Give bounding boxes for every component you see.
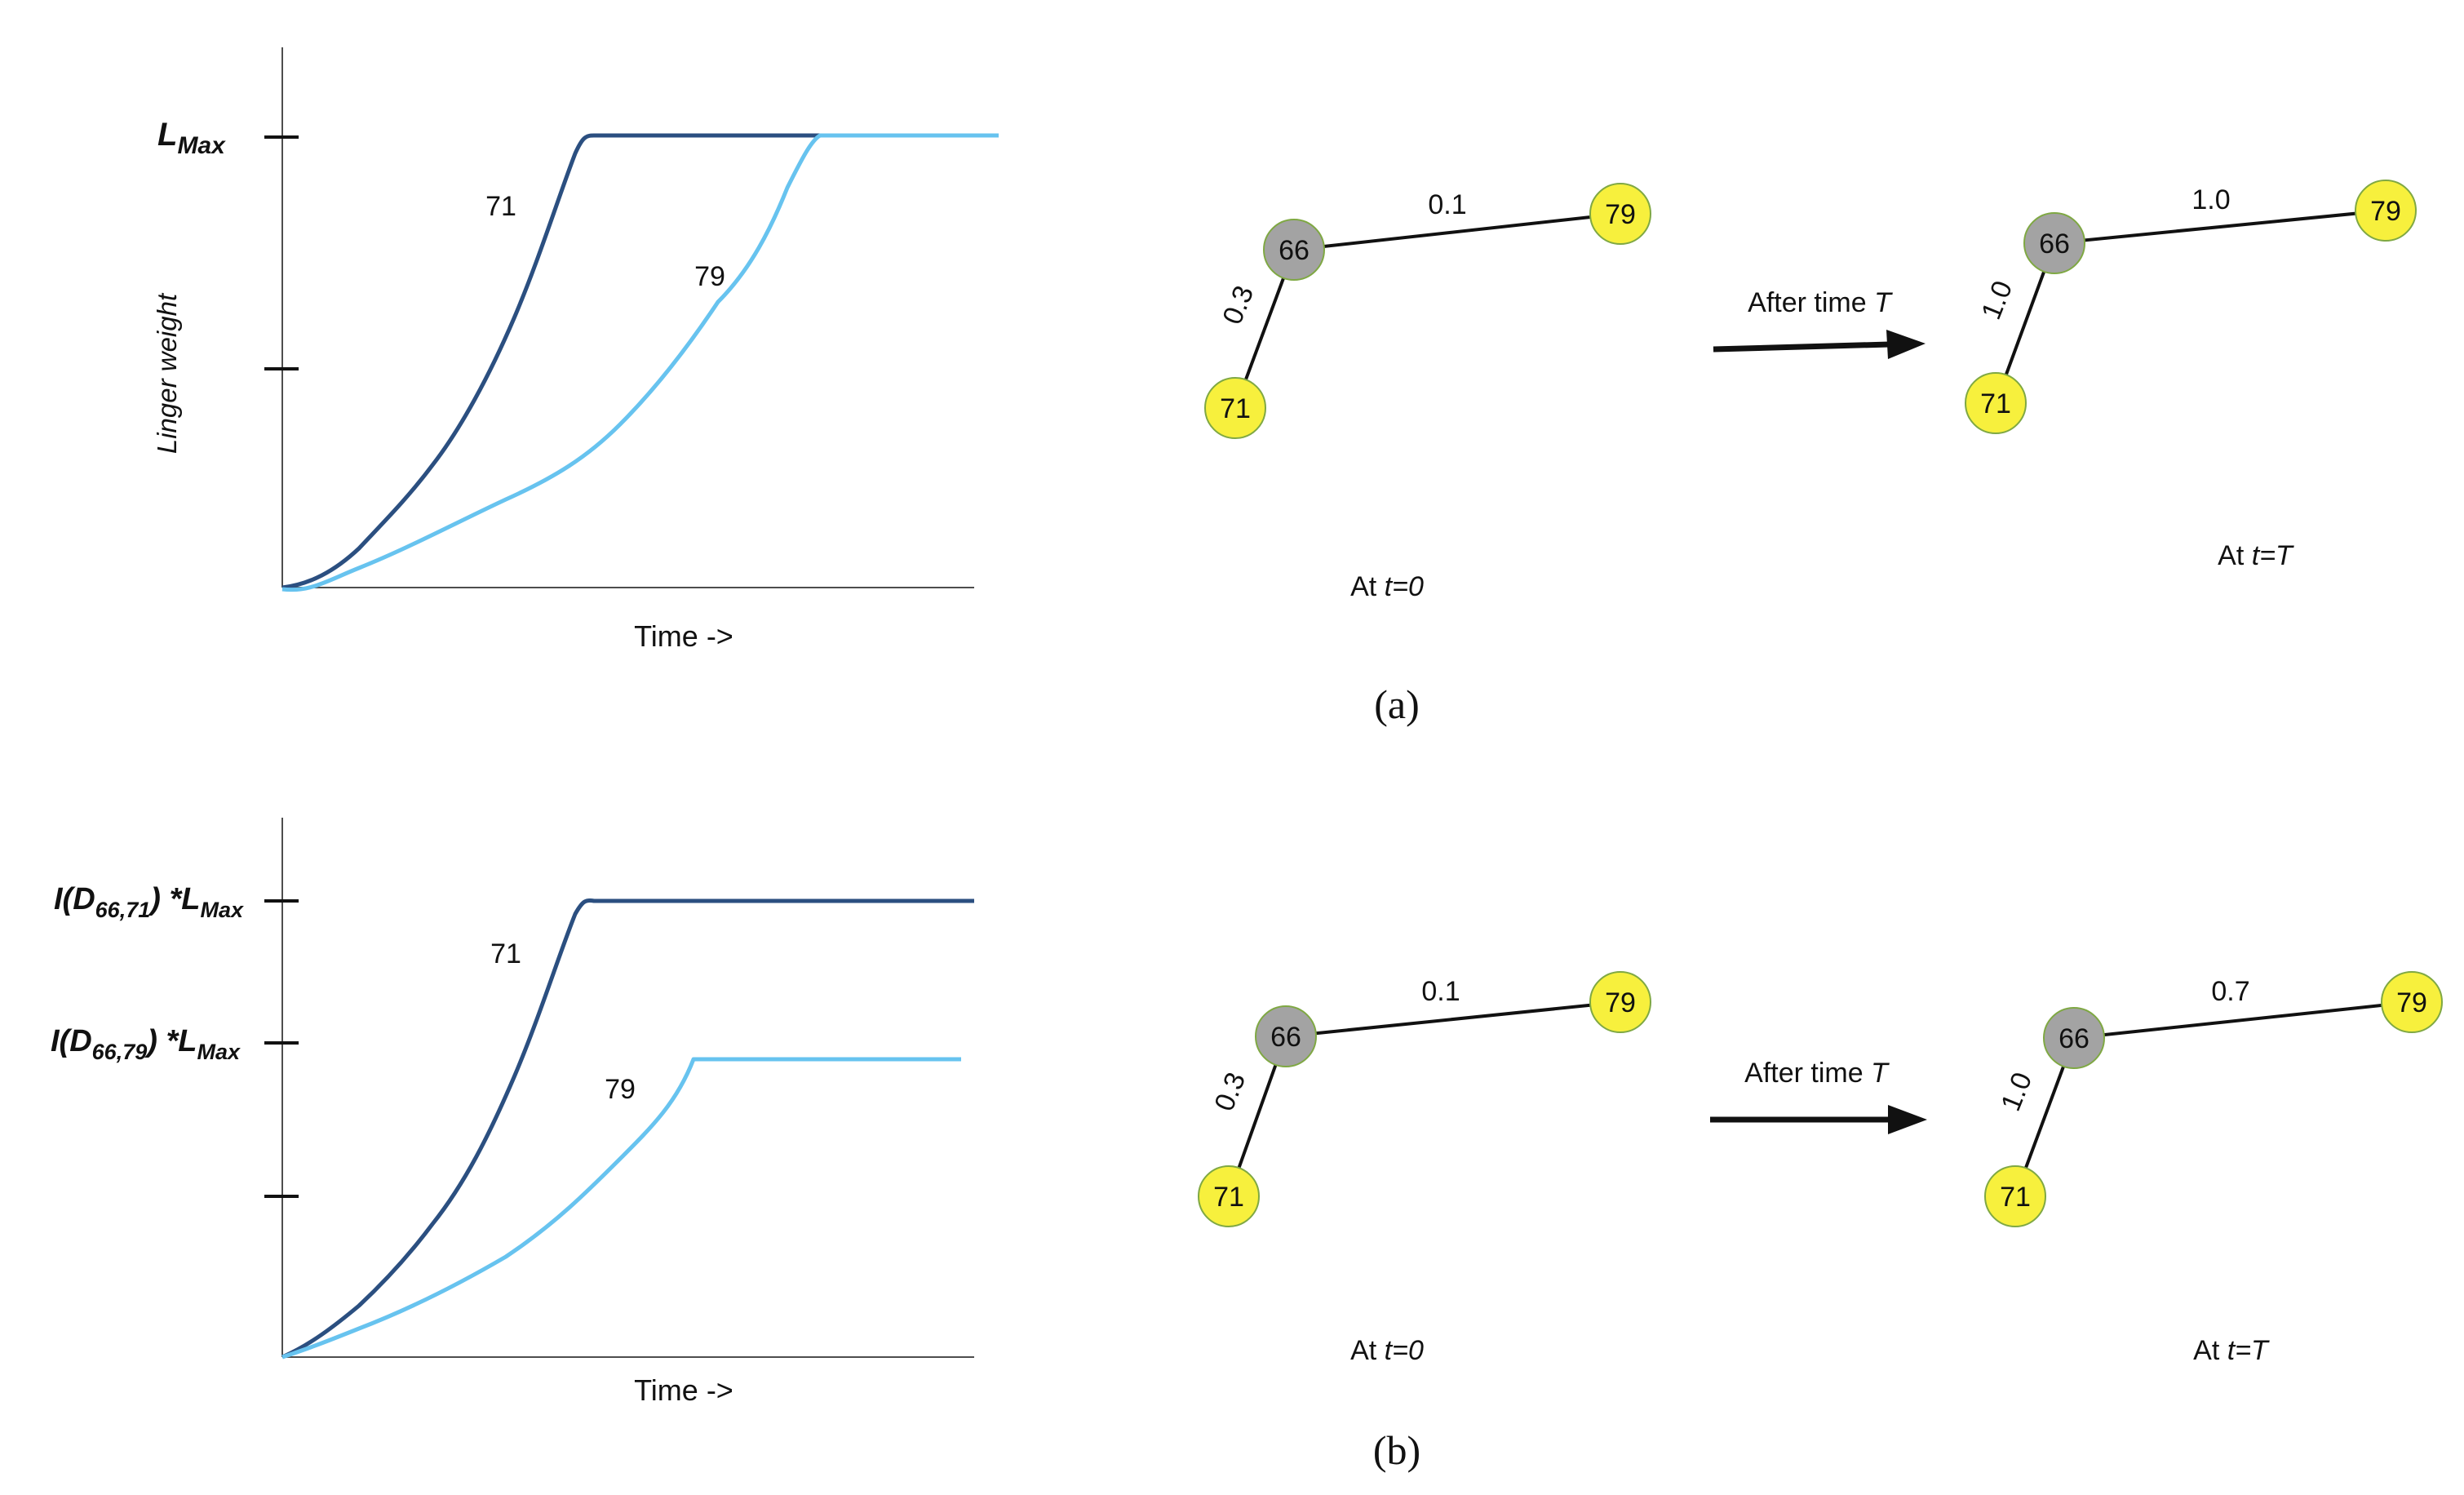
node-label-66: 66 [2059, 1023, 2090, 1054]
panel-caption-b: (b) [1373, 1427, 1420, 1473]
arrow-label: After time T [1744, 1058, 1890, 1089]
node-label-66: 66 [1279, 235, 1310, 266]
node-label-71: 71 [1980, 388, 2011, 419]
node-66 [2023, 212, 2085, 274]
curve-79 [281, 1057, 961, 1360]
curve-71 [281, 133, 974, 590]
edge-weight-66-71: 0.3 [1208, 1068, 1252, 1116]
y-tick-label-71: I(D66,71) *LMax [54, 882, 244, 922]
edge-66-79 [1285, 1000, 1621, 1038]
arrow-head [1886, 330, 1926, 359]
edge-66-79 [1293, 212, 1621, 251]
panel-caption-a: (a) [1374, 681, 1420, 727]
y-tick-label-lmax: LMax [157, 117, 226, 159]
x-axis-label: Time -> [634, 1373, 733, 1407]
node-label-71: 71 [1220, 393, 1251, 424]
time-caption: At t=0 [1350, 1335, 1424, 1366]
node-79 [2355, 180, 2417, 242]
curve-71 [281, 898, 974, 1360]
edge-weight-66-71: 1.0 [1995, 1068, 2038, 1116]
edge-weight-66-71: 1.0 [1975, 277, 2019, 324]
node-label-66: 66 [1270, 1022, 1301, 1053]
panel-b-graph-before: 66 79 71 0.1 0.3 At t=0 [1198, 971, 1651, 1366]
time-caption: At t=0 [1350, 571, 1424, 602]
node-66 [2043, 1007, 2105, 1069]
edge-weight-66-79: 1.0 [2191, 184, 2230, 215]
node-71 [1965, 372, 2027, 434]
node-66 [1263, 219, 1325, 281]
node-71 [1198, 1165, 1260, 1227]
time-caption: At t=T [2193, 1335, 2270, 1366]
node-79 [1589, 971, 1651, 1033]
arrow-label: After time T [1748, 287, 1893, 318]
node-label-79: 79 [1605, 987, 1636, 1018]
panel-b-chart: I(D66,71) *LMax I(D66,79) *LMax Time -> … [51, 818, 974, 1407]
node-label-79: 79 [2396, 987, 2427, 1018]
edge-weight-66-79: 0.1 [1428, 189, 1466, 220]
curve-label-71: 71 [485, 191, 516, 222]
node-label-66: 66 [2039, 228, 2070, 260]
edge-66-79 [2073, 1000, 2413, 1040]
edge-weight-66-71: 0.3 [1216, 282, 1260, 329]
y-axis-label: Linger weight [152, 292, 182, 454]
panel-a-chart: LMax Linger weight Time -> 71 79 [152, 47, 999, 653]
edge-weight-66-79: 0.7 [2211, 976, 2249, 1007]
node-label-79: 79 [1605, 199, 1636, 230]
x-axis-label: Time -> [634, 619, 733, 653]
panel-b-graph-after: 66 79 71 0.7 1.0 At t=T [1984, 971, 2443, 1366]
node-79 [2381, 971, 2443, 1033]
arrow-head [1888, 1105, 1927, 1134]
curve-label-79: 79 [605, 1074, 636, 1105]
edge-weight-66-79: 0.1 [1421, 976, 1460, 1007]
y-tick-label-79: I(D66,79) *LMax [51, 1024, 241, 1064]
node-label-79: 79 [2370, 196, 2401, 227]
node-label-71: 71 [1213, 1182, 1244, 1213]
node-label-71: 71 [2000, 1182, 2031, 1213]
curve-label-79: 79 [694, 261, 725, 292]
node-79 [1589, 183, 1651, 245]
edge-66-79 [2054, 209, 2386, 245]
arrow-shaft [1713, 341, 1890, 353]
panel-b-transition-arrow: After time T [1710, 1058, 1927, 1134]
node-66 [1255, 1005, 1317, 1067]
curve-79 [281, 133, 999, 592]
node-71 [1984, 1165, 2046, 1227]
time-caption: At t=T [2218, 540, 2294, 571]
panel-a-graph-after: 66 79 71 1.0 1.0 At t=T [1965, 180, 2417, 571]
node-71 [1204, 377, 1266, 439]
panel-a-transition-arrow: After time T [1713, 287, 1926, 359]
curve-label-71: 71 [490, 938, 521, 969]
panel-a-graph-before: 66 79 71 0.1 0.3 At t=0 [1204, 183, 1651, 602]
